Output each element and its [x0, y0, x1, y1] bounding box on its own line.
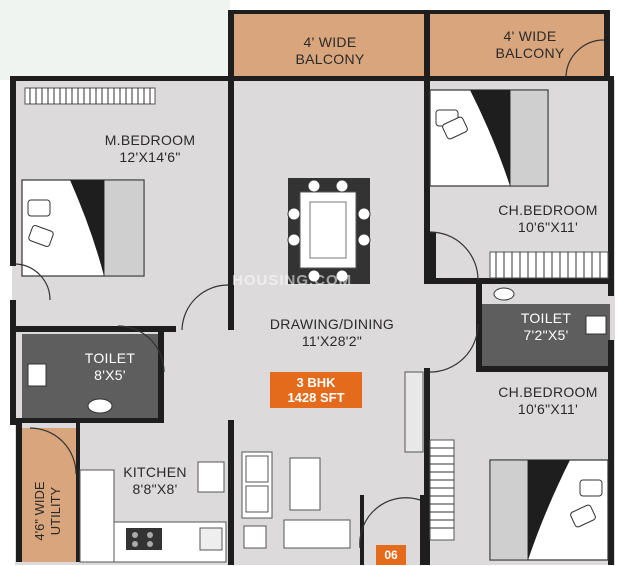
bhk-type: 3 BHK: [296, 375, 336, 390]
walls: [10, 10, 614, 565]
toilet-fixtures: [27, 287, 607, 414]
master-bedroom-label: M.BEDROOM 12'X14'6": [80, 132, 220, 166]
child-bedroom-top-label: CH.BEDROOM 10'6"X11': [478, 202, 618, 236]
sofa-set: [241, 451, 351, 549]
toilet-right-label: TOILET 7'2"X5': [496, 310, 596, 344]
bed-child-top: [429, 89, 549, 187]
child-bedroom-bottom-name: CH.BEDROOM: [498, 384, 598, 400]
kitchen-size: 8'8"X8': [132, 481, 178, 497]
drawing-dining-label: DRAWING/DINING 11'X28'2": [252, 316, 412, 350]
bed-child-bottom: [489, 459, 609, 561]
window-bars: [24, 87, 609, 541]
child-bedroom-top-size: 10'6"X11': [517, 219, 579, 235]
utility-line2: UTILITY: [48, 486, 63, 536]
bed-master: [21, 179, 145, 277]
bhk-badge: 3 BHK 1428 SFT: [270, 372, 362, 408]
child-bedroom-bottom-label: CH.BEDROOM 10'6"X11': [478, 384, 618, 418]
utility-area: [20, 428, 78, 562]
drawing-dining-name: DRAWING/DINING: [269, 316, 395, 332]
balcony-left: [232, 14, 424, 76]
toilet-left-name: TOILET: [84, 350, 136, 366]
master-bedroom-name: M.BEDROOM: [104, 132, 196, 148]
unit-number: 06: [376, 545, 406, 565]
master-bedroom-size: 12'X14'6": [119, 149, 181, 165]
toilet-left-size: 8'X5': [94, 367, 126, 383]
bhk-area: 1428 SFT: [287, 390, 345, 405]
drawing-dining-size: 11'X28'2": [301, 333, 363, 349]
balcony-right-line1: 4' WIDE: [503, 28, 557, 44]
balcony-right: [428, 14, 608, 76]
toilet-right-name: TOILET: [520, 310, 572, 326]
toilet-left-label: TOILET 8'X5': [60, 350, 160, 384]
child-bedroom-top-name: CH.BEDROOM: [498, 202, 598, 218]
balcony-left-line2: BALCONY: [295, 51, 365, 67]
kitchen-label: KITCHEN 8'8"X8': [100, 464, 210, 498]
balcony-right-line2: BALCONY: [495, 45, 565, 61]
balcony-left-line1: 4' WIDE: [303, 34, 357, 50]
kitchen-counter: [79, 461, 227, 563]
watermark: HOUSING.COM: [232, 272, 353, 289]
toilet-right-size: 7'2"X5': [523, 327, 569, 343]
dining-table: [287, 178, 371, 284]
utility-label: 4'6" WIDE UTILITY: [32, 456, 66, 566]
child-bedroom-bottom-size: 10'6"X11': [517, 401, 579, 417]
balcony-right-label: 4' WIDE BALCONY: [470, 28, 590, 62]
door-swings: [15, 39, 605, 549]
utility-line1: 4'6" WIDE: [32, 481, 47, 541]
balcony-left-label: 4' WIDE BALCONY: [270, 34, 390, 68]
kitchen-name: KITCHEN: [123, 464, 187, 480]
